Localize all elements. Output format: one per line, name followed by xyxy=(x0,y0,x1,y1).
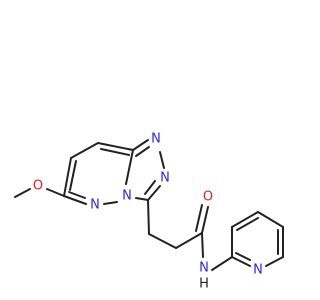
atom-label-triazole-n2: N xyxy=(160,171,170,186)
bond-c3-ca xyxy=(147,199,150,235)
bond-c8a-n1 xyxy=(132,139,149,151)
bond-c6-c5 xyxy=(63,157,72,197)
bond-py-n-c2-double xyxy=(235,252,251,261)
bond-n2-c3 xyxy=(147,185,161,201)
atom-label-pyridazine-n: N xyxy=(90,198,100,213)
structure-canvas: O N N N N O N H N xyxy=(14,132,284,292)
bond-py-c7-n xyxy=(265,256,284,267)
bond-c8a-n-bridge xyxy=(125,149,134,185)
bond-cc-o-double xyxy=(195,204,203,232)
bond-n-pyridazine-c6 xyxy=(63,195,87,205)
bond-n-bridge-n-pyridazine xyxy=(103,201,118,205)
molecule-structure: O N N N N O N H N xyxy=(14,132,284,292)
bond-n-amide-pyridine xyxy=(211,256,233,271)
bond-c8a-n1-double xyxy=(135,146,150,157)
bond-py-c5-c6 xyxy=(257,211,284,228)
bond-cb-cc xyxy=(175,232,203,249)
bond-cc-n-amide xyxy=(201,232,204,258)
atom-label-amide-n: N xyxy=(199,261,209,276)
atom-label-bridge-n: N xyxy=(122,189,132,204)
bond-methyl-o xyxy=(14,188,31,198)
bond-o-c6 xyxy=(46,188,65,197)
bond-c4-c8a xyxy=(97,142,134,151)
bond-n2-c3-double xyxy=(144,180,156,195)
bond-c5-c4 xyxy=(70,142,99,159)
atom-label-carbonyl-o: O xyxy=(203,190,213,205)
bond-c4-c8a-double xyxy=(100,148,130,156)
atom-label-amide-h: H xyxy=(199,277,209,292)
bond-c6-c5-double xyxy=(69,160,77,191)
bond-py-n-c2 xyxy=(231,256,251,267)
bond-n1-n2 xyxy=(159,151,165,169)
atom-label-methoxy-o: O xyxy=(33,179,43,194)
atom-label-triazole-n1: N xyxy=(151,132,161,147)
bond-py-c4-c5 xyxy=(231,211,259,228)
bond-n-pyridazine-c6-double xyxy=(68,191,86,199)
bond-ca-cb xyxy=(148,233,177,249)
bond-py-c4-c5-double xyxy=(236,217,259,231)
bond-cc-o xyxy=(201,206,209,234)
atom-label-pyridine-n: N xyxy=(253,263,263,278)
bond-c3-n-bridge xyxy=(135,197,149,201)
